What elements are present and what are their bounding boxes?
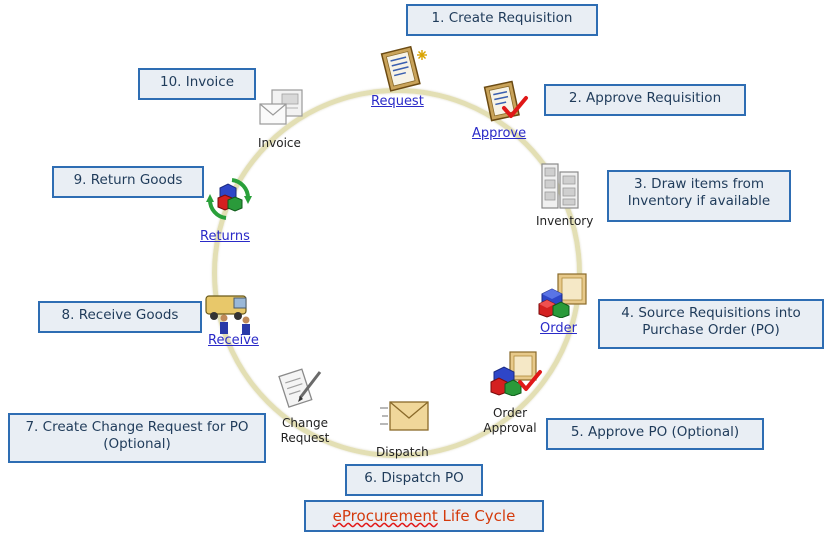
diagram-title: eProcurement Life Cycle xyxy=(304,500,544,532)
step-8-box: 8. Receive Goods xyxy=(38,301,202,333)
node-receive-link[interactable]: Receive xyxy=(208,333,259,348)
receive-truck-people-icon xyxy=(205,295,250,335)
node-request-link[interactable]: Request xyxy=(371,94,424,109)
title-eprocurement-text: eProcurement xyxy=(332,507,438,525)
step-5-box: 5. Approve PO (Optional) xyxy=(546,418,764,450)
approve-document-check-icon xyxy=(483,80,528,122)
node-inventory-label: Inventory xyxy=(536,214,594,228)
request-document-icon xyxy=(380,45,427,92)
node-order-link[interactable]: Order xyxy=(540,321,577,336)
returns-cubes-arrows-icon xyxy=(206,178,252,220)
node-change-request-label: Change Request xyxy=(280,416,330,445)
step-1-box: 1. Create Requisition xyxy=(406,4,598,36)
step-9-box: 9. Return Goods xyxy=(52,166,204,198)
node-returns-link[interactable]: Returns xyxy=(200,229,250,244)
step-10-box: 10. Invoice xyxy=(138,68,256,100)
order-cubes-icon xyxy=(538,273,587,318)
order-approval-icon xyxy=(490,351,542,396)
title-lifecycle-text: Life Cycle xyxy=(437,507,516,525)
step-6-box: 6. Dispatch PO xyxy=(345,464,483,496)
step-2-box: 2. Approve Requisition xyxy=(544,84,746,116)
node-order-approval-label: Order Approval xyxy=(483,406,537,435)
node-invoice-label: Invoice xyxy=(258,136,301,150)
node-approve-link[interactable]: Approve xyxy=(472,126,527,141)
inventory-shelves-icon xyxy=(541,163,579,209)
step-4-box: 4. Source Requisitions into Purchase Ord… xyxy=(598,299,824,349)
change-request-pen-icon xyxy=(278,368,322,408)
step-3-box: 3. Draw items from Inventory if availabl… xyxy=(607,170,791,222)
cycle-ring xyxy=(212,88,582,458)
invoice-envelope-icon xyxy=(259,89,303,125)
node-dispatch-label: Dispatch xyxy=(376,445,429,459)
step-7-box: 7. Create Change Request for PO (Optiona… xyxy=(8,413,266,463)
dispatch-envelope-icon xyxy=(380,401,429,431)
